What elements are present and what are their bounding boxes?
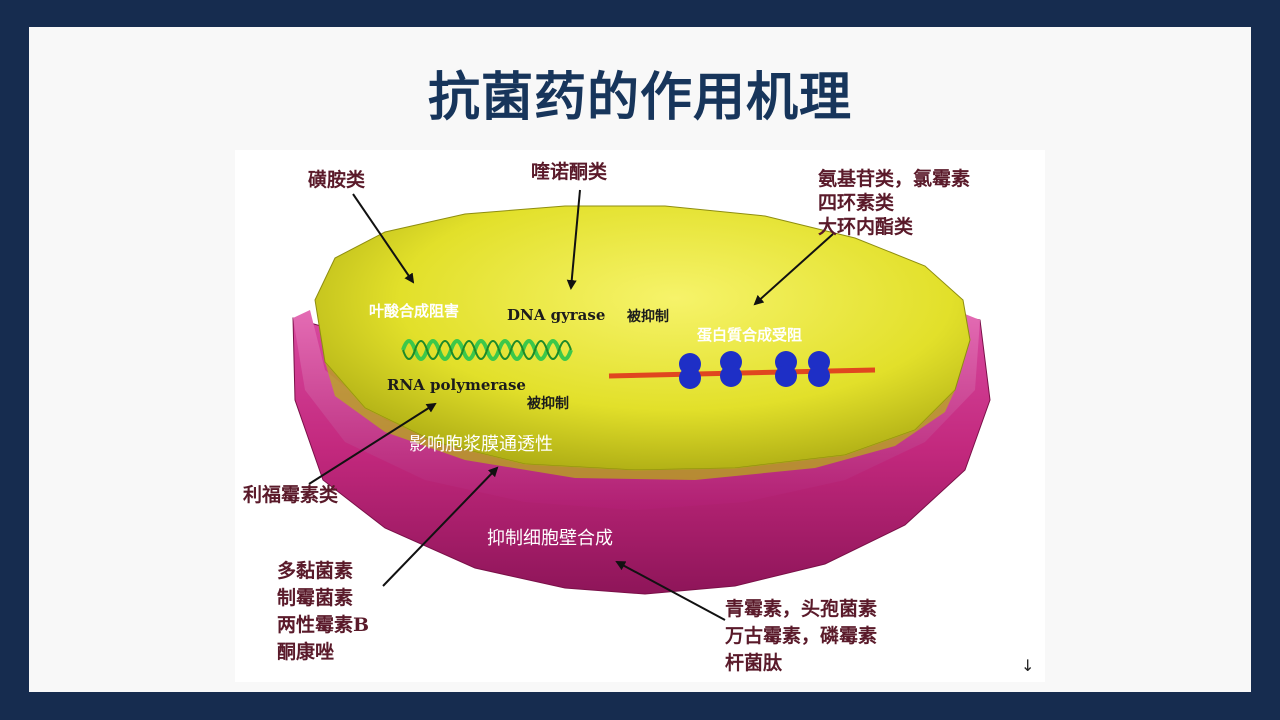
arrow-quinolones xyxy=(566,189,581,290)
label-penicillins: 青霉素，头孢菌素 万古霉素，磷霉素 杆菌肽 xyxy=(725,596,877,677)
slide: 抗菌药的作用机理 xyxy=(29,27,1251,692)
label-quinolones: 喹诺酮类 xyxy=(531,161,608,183)
label-aminoglycosides: 氨基苷类，氯霉素 四环素类 大环内酯类 xyxy=(818,167,970,239)
ribosome xyxy=(720,351,742,387)
ribosome xyxy=(775,351,797,387)
label-dna-gyrase: DNA gyrase xyxy=(507,306,606,324)
label-rifampicin: 利福霉素类 xyxy=(243,484,339,506)
arrow-rifampicin xyxy=(308,402,437,485)
arrow-polymyxins xyxy=(382,466,499,587)
bacterial-cell-illustration xyxy=(292,189,991,621)
label-line: 四环素类 xyxy=(818,192,895,214)
label-line: 杆菌肽 xyxy=(725,652,783,674)
label-rna-polymerase: RNA polymerase xyxy=(387,376,526,394)
arrow-aminoglycosides xyxy=(753,233,834,306)
cytoplasm xyxy=(314,205,971,471)
dna-helix-strand xyxy=(402,340,572,360)
label-line: 氨基苷类，氯霉素 xyxy=(818,168,971,190)
label-cell-wall-synthesis: 抑制细胞壁合成 xyxy=(487,528,613,549)
label-line: 多黏菌素 xyxy=(277,560,354,582)
label-dna-inhibited: 被抑制 xyxy=(627,309,669,325)
label-line: 万古霉素，磷霉素 xyxy=(725,625,878,647)
label-line: 制霉菌素 xyxy=(277,587,354,609)
label-line: 两性霉素B xyxy=(277,614,370,636)
label-protein-synthesis: 蛋白質合成受阻 xyxy=(697,326,803,344)
ribosome xyxy=(679,353,701,389)
label-line: 大环内酯类 xyxy=(818,216,914,238)
ribosome xyxy=(808,351,830,387)
arrow-penicillins xyxy=(615,561,726,621)
mrna-strand xyxy=(608,367,876,379)
label-polymyxins: 多黏菌素 制霉菌素 两性霉素B 酮康唑 xyxy=(277,558,369,666)
page-title: 抗菌药的作用机理 xyxy=(427,68,852,128)
label-sulfonamides: 磺胺类 xyxy=(308,169,366,191)
label-membrane-permeability: 影响胞浆膜通透性 xyxy=(409,434,553,455)
antibiotic-mechanism-diagram: 磺胺类 喹诺酮类 氨基苷类，氯霉素 四环素类 大环内酯类 利福霉素类 多黏菌素 … xyxy=(235,150,1045,682)
label-line: 酮康唑 xyxy=(277,641,335,663)
label-folate-inhibition: 叶酸合成阻害 xyxy=(369,302,460,320)
arrow-sulfonamides xyxy=(352,193,415,284)
label-line: 青霉素，头孢菌素 xyxy=(725,598,878,620)
cursor-mark-icon: ↓ xyxy=(1021,656,1035,675)
label-rna-inhibited: 被抑制 xyxy=(527,396,569,412)
